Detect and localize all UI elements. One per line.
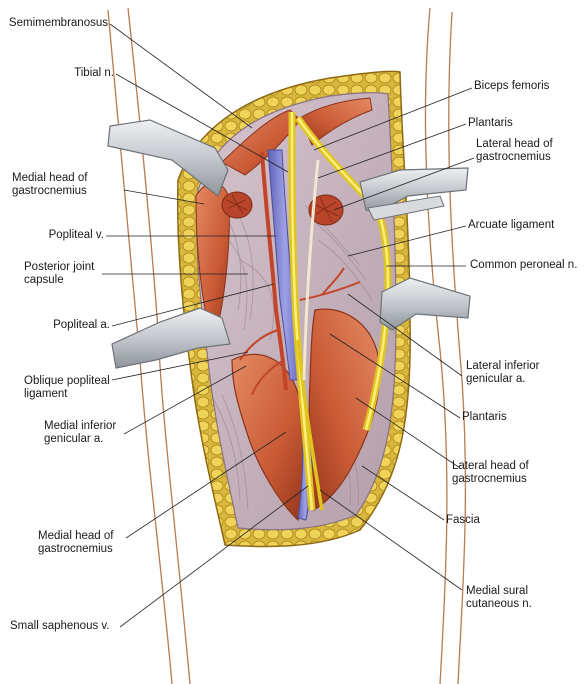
leader-lateral-inferior-genicular-a <box>347 293 463 377</box>
label-lateral-head-gastrocnemius-top: Lateral head of gastrocnemius <box>476 138 553 163</box>
leader-medial-inferior-genicular-a <box>123 365 247 435</box>
label-lateral-head-gastrocnemius-bottom: Lateral head of gastrocnemius <box>452 460 529 485</box>
label-arcuate-ligament: Arcuate ligament <box>468 219 555 231</box>
leader-medial-head-bottom <box>125 431 287 539</box>
label-popliteal-v: Popliteal v. <box>48 229 104 241</box>
leader-tibial-n <box>115 73 289 173</box>
leader-lateral-head-bottom <box>355 397 461 469</box>
biceps-femoris-muscle <box>299 97 373 146</box>
label-medial-head-gastrocnemius-top: Medial head of gastrocnemius <box>12 172 88 197</box>
retractor-right-lower <box>379 277 471 331</box>
popliteal-artery <box>260 151 288 391</box>
label-popliteal-a: Popliteal a. <box>53 319 110 331</box>
leader-fascia <box>361 465 445 521</box>
leader-plantaris-top <box>317 123 467 179</box>
leader-semimembranosus <box>109 23 253 129</box>
plantaris-tendon <box>302 159 320 381</box>
label-biceps-femoris: Biceps femoris <box>474 80 550 92</box>
lateral-gastrocnemius-section <box>308 194 344 226</box>
label-common-peroneal-n: Common peroneal n. <box>470 259 578 271</box>
label-posterior-joint-capsule: Posterior joint capsule <box>24 261 95 286</box>
label-lateral-inferior-genicular-a: Lateral inferior genicular a. <box>466 360 540 385</box>
label-semimembranosus: Semimembranosus <box>8 17 108 29</box>
retractor-left-upper <box>107 119 229 197</box>
label-small-saphenous-v: Small saphenous v. <box>10 620 110 632</box>
leader-plantaris-bottom <box>329 333 461 419</box>
label-plantaris-bottom: Plantaris <box>462 411 507 423</box>
retractor-right-upper <box>359 167 469 221</box>
leader-lines-right <box>313 87 475 591</box>
medial-sural-cutaneous-nerve <box>296 339 324 511</box>
label-plantaris-top: Plantaris <box>468 117 513 129</box>
label-medial-head-gastrocnemius-bottom: Medial head of gastrocnemius <box>38 530 114 555</box>
leader-medial-sural <box>319 489 463 591</box>
leader-lines-left <box>102 23 309 628</box>
retractor-left-lower <box>111 307 231 369</box>
label-medial-sural-cutaneous-n: Medial sural cutaneous n. <box>466 585 532 610</box>
leader-oblique-popliteal-ligament <box>111 351 249 381</box>
leader-biceps-femoris <box>313 87 473 151</box>
label-oblique-popliteal-ligament: Oblique popliteal ligament <box>24 375 110 400</box>
label-tibial-n: Tibial n. <box>74 67 114 79</box>
label-medial-inferior-genicular-a: Medial inferior genicular a. <box>44 420 117 445</box>
leader-arcuate-ligament <box>347 225 467 257</box>
genicular-arteries <box>239 267 361 396</box>
leader-lateral-head-top <box>333 157 475 211</box>
leader-small-saphenous-v <box>119 485 309 628</box>
label-fascia: Fascia <box>446 514 480 526</box>
lateral-head-gastrocnemius-lower <box>308 308 381 512</box>
leader-medial-head-top <box>123 189 205 205</box>
leader-popliteal-a <box>111 283 275 327</box>
